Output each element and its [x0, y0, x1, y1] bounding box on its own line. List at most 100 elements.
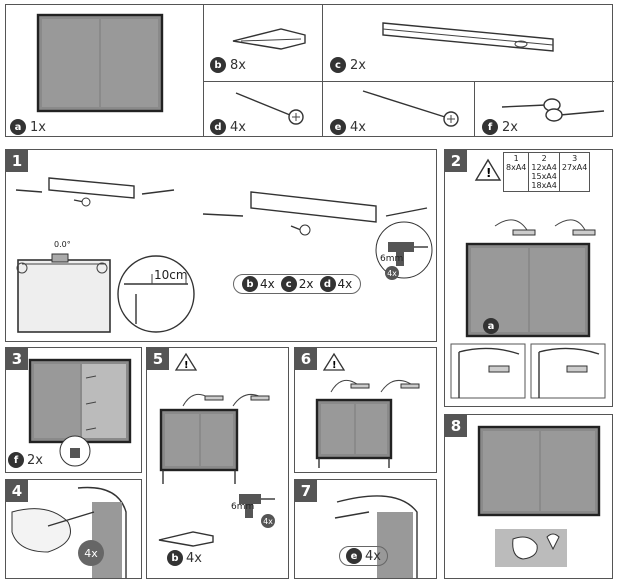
part-e-count: e 4x [339, 546, 388, 566]
noticeboard-icon [36, 13, 164, 113]
part-qty: 1x [30, 119, 46, 135]
rail-assembly-large-icon [202, 191, 428, 236]
step-3-panel: 3 f 2x [5, 347, 142, 473]
part-qty: 2x [298, 277, 314, 291]
warning-icon: ! [474, 158, 502, 181]
drill-qty: 4x [385, 266, 399, 280]
part-qty: 2x [27, 452, 43, 468]
wall-plug-icon [232, 28, 306, 50]
qty-circle: 4x [78, 540, 104, 566]
part-qty: 4x [230, 119, 246, 135]
part-qty: 4x [365, 548, 381, 564]
key-lock-icon [59, 435, 91, 467]
divider [203, 81, 614, 82]
board-on-stand-diagram [315, 379, 420, 468]
people-count: 2 [541, 154, 547, 163]
board-level-diagram [16, 253, 111, 333]
part-qty: 8x [230, 57, 246, 73]
part-a-label: a 1x [10, 119, 46, 135]
svg-text:!: ! [332, 360, 337, 371]
part-letter-badge: f [482, 119, 498, 135]
step-number: 7 [295, 480, 317, 502]
board-open-diagram [28, 358, 132, 444]
divider [322, 5, 323, 136]
wall-plug-icon [158, 531, 214, 547]
part-qty: 4x [350, 119, 366, 135]
step-number: 4 [6, 480, 28, 502]
drill-icon [375, 221, 433, 279]
bracket-detail-diagram [450, 343, 606, 399]
part-f-label: f 2x [482, 119, 518, 135]
part-b-count: b 4x [167, 550, 202, 566]
warning-icon: ! [322, 352, 346, 371]
part-letter-badge: b [242, 276, 258, 292]
step-number: 2 [445, 150, 467, 172]
board-final-diagram [477, 425, 601, 517]
long-screw-icon [362, 90, 459, 127]
step-4-panel: 4 4x [5, 479, 142, 579]
step-8-panel: 8 [444, 414, 613, 579]
keys-icon [501, 98, 605, 122]
part-letter-badge: b [167, 550, 183, 566]
step-number: 5 [147, 348, 169, 370]
distance-label: 10cm [154, 268, 188, 282]
level-reading: 0.0° [54, 240, 71, 249]
capacity-value: 12xA4 15xA4 18xA4 [531, 163, 557, 190]
step-7-panel: 7 e 4x [294, 479, 437, 579]
drill-qty: 4x [261, 514, 275, 528]
drill-size: 6mm [231, 502, 255, 512]
warning-icon: ! [174, 352, 198, 371]
people-count: 3 [572, 154, 578, 163]
capacity-value: 27xA4 [561, 163, 588, 172]
rail-assembly-icon [15, 177, 175, 207]
part-qty: 4x [337, 277, 353, 291]
step-6-panel: 6 ! [294, 347, 437, 473]
people-count: 1 [513, 154, 519, 163]
part-letter-badge: a [10, 119, 26, 135]
part-letter-badge: b [210, 57, 226, 73]
part-c-label: c 2x [330, 57, 366, 73]
part-qty: 2x [350, 57, 366, 73]
part-qty: 4x [186, 550, 202, 566]
part-qty: 2x [502, 119, 518, 135]
screw-detail-diagram [334, 495, 418, 578]
part-f-count: f 2x [8, 452, 43, 468]
part-letter-badge: e [330, 119, 346, 135]
step-5-panel: 5 ! 6mm 4x b 4x [146, 347, 289, 579]
step-number: 1 [6, 150, 28, 172]
part-b-label: b 8x [210, 57, 246, 73]
part-e-label: e 4x [330, 119, 366, 135]
hand-check-icon [495, 529, 567, 567]
part-qty: 4x [260, 277, 275, 291]
part-letter-badge: d [319, 276, 336, 292]
board-hanging-diagram [465, 219, 596, 338]
mounting-rail-icon [382, 22, 554, 52]
step-number: 6 [295, 348, 317, 370]
step-number: 3 [6, 348, 28, 370]
parts-panel: a 1x b 8x c 2x d 4x e 4x [5, 4, 614, 137]
short-screw-icon [235, 92, 304, 125]
part-letter-badge: e [346, 548, 362, 564]
board-on-stand-diagram [159, 393, 270, 484]
part-letter-badge: c [330, 57, 346, 73]
zoom-detail-icon [117, 255, 195, 333]
drill-size: 6mm [380, 254, 404, 264]
divider [474, 81, 475, 137]
svg-text:!: ! [184, 360, 189, 371]
part-d-label: d 4x [210, 119, 246, 135]
drill-icon [239, 494, 275, 518]
part-letter-badge: c [280, 276, 297, 292]
part-letter-badge: a [483, 318, 499, 334]
hand-screwdriver-diagram [11, 486, 127, 578]
svg-text:!: ! [486, 166, 491, 180]
